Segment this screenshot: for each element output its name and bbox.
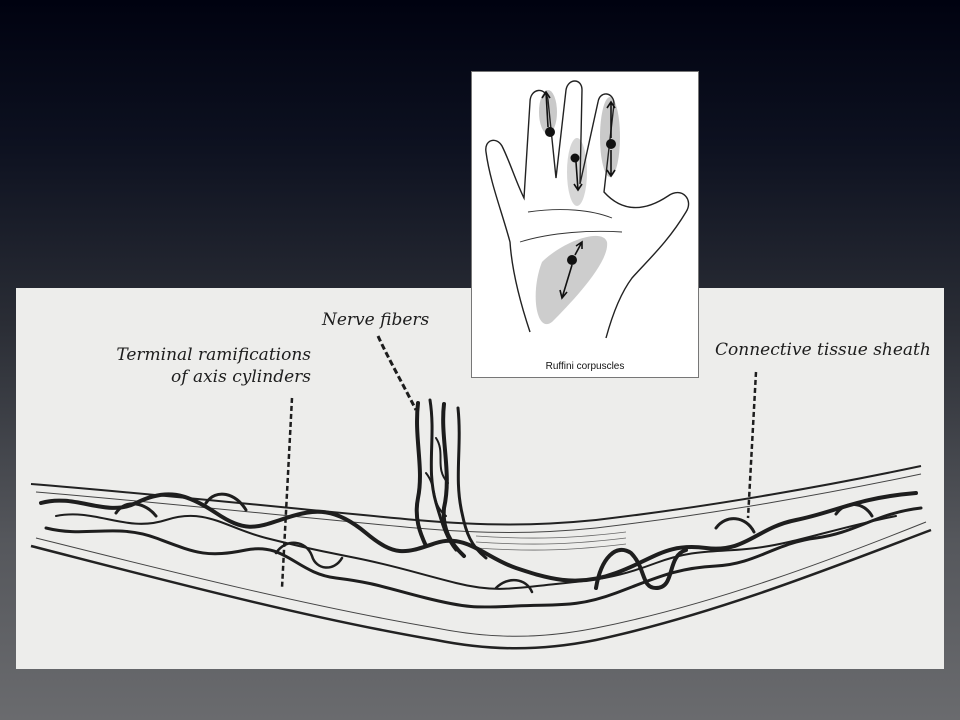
hand-drawing — [485, 80, 690, 339]
label-terminal-ramifications: Terminal ramifications of axis cylinders — [86, 344, 311, 388]
lamella-line — [475, 543, 627, 551]
hand-outline — [485, 80, 690, 339]
nerve-fiber-trunk — [414, 398, 488, 560]
corpuscle-dot — [570, 153, 580, 163]
label-nerve-fibers: Nerve fibers — [322, 310, 430, 330]
stretch-arrows — [541, 90, 616, 300]
leader-sheath — [746, 371, 758, 519]
label-terminal-line2: of axis cylinders — [171, 367, 311, 387]
label-connective-tissue-sheath: Connective tissue sheath — [715, 340, 931, 360]
palm-crease — [527, 209, 613, 219]
corpuscle-dot — [545, 127, 555, 137]
receptive-field — [539, 90, 557, 134]
label-terminal-line1: Terminal ramifications — [116, 345, 311, 365]
palm-crease — [519, 230, 623, 243]
lamella-line — [475, 531, 627, 539]
axon-tangle — [39, 491, 923, 609]
engraving-drawing — [30, 335, 932, 650]
leader-nerve — [376, 335, 418, 411]
hand-inset-panel: Ruffini corpuscles — [471, 71, 699, 378]
sheath-bottom-edge — [30, 528, 932, 650]
hand-inset-caption: Ruffini corpuscles — [545, 361, 625, 372]
sheath-top-edge — [30, 465, 922, 526]
corpuscle-dot — [567, 255, 577, 265]
corpuscle-dot — [606, 139, 616, 149]
sheath-inner-line-2 — [35, 521, 927, 637]
lamella-line — [475, 537, 627, 545]
receptive-field — [535, 235, 608, 325]
